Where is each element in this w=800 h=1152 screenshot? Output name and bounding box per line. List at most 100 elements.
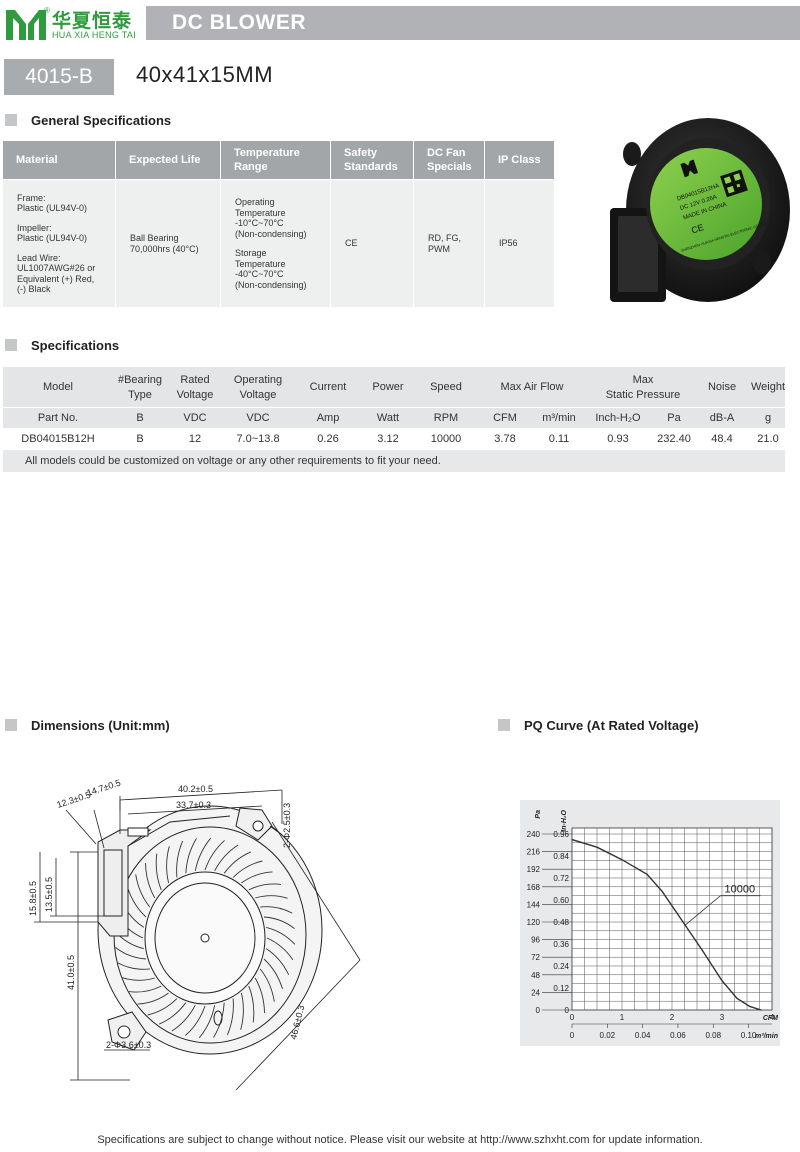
value-cell: 21.0 xyxy=(728,429,800,449)
value-cell: DB04015B12H xyxy=(18,429,98,449)
m3-axis-label: m³/min xyxy=(755,1033,778,1040)
model-name-badge: 4015-B xyxy=(4,59,114,95)
impeller-blade xyxy=(185,1005,206,1036)
general-value-line: (Non-condensing) xyxy=(235,228,307,239)
general-value-line: (-) Black xyxy=(17,284,51,294)
header-noise: Noise xyxy=(699,377,745,397)
dim-label-13-5: 13.5±0.5 xyxy=(44,877,54,912)
general-value-line: Plastic (UL94V-0) xyxy=(17,233,88,243)
value-cell: 0.11 xyxy=(519,429,599,449)
header-bearing-line: Type xyxy=(128,389,152,401)
model-size: 40x41x15MM xyxy=(136,62,274,87)
pq-series-point xyxy=(646,873,648,875)
impeller-blade xyxy=(198,1005,216,1039)
impeller-blade xyxy=(226,998,234,1036)
inh2o-tick-label: 0 xyxy=(565,1006,570,1015)
value-cell: 232.40 xyxy=(634,429,714,449)
header-noise-line: Noise xyxy=(707,381,737,393)
general-header-text: Range xyxy=(234,161,268,173)
value-cell: 0.93 xyxy=(578,429,658,449)
unit-cell-line: CFM xyxy=(493,412,517,424)
general-header-text: Safety xyxy=(344,147,378,159)
unit-cell: Inch-H₂O xyxy=(583,408,653,428)
unit-cell: RPM xyxy=(411,408,481,428)
header-max-air-flow: Max Air Flow xyxy=(482,377,582,397)
pq-curve-chart: 2402161921681441209672482400.960.840.720… xyxy=(520,800,780,1046)
value-cell-line: 0.93 xyxy=(607,433,629,445)
impeller-blade xyxy=(265,948,290,975)
unit-cell-line: VDC xyxy=(183,412,207,424)
page-header: ® 华夏恒泰 HUA XIA HENG TAI DC BLOWER xyxy=(0,0,800,46)
pa-tick-label: 96 xyxy=(531,936,540,945)
pa-tick-label: 144 xyxy=(527,900,541,909)
impeller-blade xyxy=(259,968,275,1002)
general-header-text: DC Fan xyxy=(427,147,466,159)
pq-curve-heading: PQ Curve (At Rated Voltage) xyxy=(498,718,699,733)
general-value-line: PWM xyxy=(428,243,450,254)
inh2o-tick-label: 0.96 xyxy=(553,830,569,839)
pq-series-point xyxy=(701,949,703,951)
general-value-line xyxy=(17,214,115,223)
impeller-blade xyxy=(254,977,265,1014)
impeller-blade xyxy=(260,906,293,914)
m3-tick-label: 0 xyxy=(570,1031,575,1040)
general-header-text: Material xyxy=(16,154,58,166)
unit-cell: Watt xyxy=(353,408,423,428)
impeller-blade xyxy=(176,840,184,878)
value-cell: 48.4 xyxy=(682,429,762,449)
registered-mark: ® xyxy=(44,6,50,15)
value-cell-line: 3.12 xyxy=(377,433,399,445)
general-value-cell: Frame:Plastic (UL94V-0)Impeller:Plastic … xyxy=(3,180,115,307)
impeller-blade xyxy=(128,985,162,993)
dim-label-14-7: 14.7±0.5 xyxy=(86,778,122,798)
pq-series-point xyxy=(681,919,683,922)
m3-tick-label: 0.04 xyxy=(635,1031,651,1040)
header-max-static-pressure-line: Static Pressure xyxy=(605,389,681,401)
m3-tick-label: 0.06 xyxy=(670,1031,686,1040)
impeller-blade xyxy=(166,846,170,884)
general-value-line: -10°C~70°C xyxy=(235,218,284,228)
general-value-line: Temperature xyxy=(235,207,286,218)
general-value-line: Plastic (UL94V-0) xyxy=(17,203,88,213)
impeller-blade xyxy=(135,874,151,908)
pq-series-point xyxy=(661,890,663,892)
unit-cell-line: RPM xyxy=(433,412,459,424)
value-cell-line: 12 xyxy=(188,433,202,445)
impeller-blade xyxy=(145,862,156,899)
value-cell: 12 xyxy=(155,429,235,449)
value-cell-line: 48.4 xyxy=(711,433,733,445)
unit-cell-line: Pa xyxy=(667,412,681,424)
impeller-blade xyxy=(213,1002,225,1038)
dimensions-heading: Dimensions (Unit:mm) xyxy=(5,718,170,733)
general-value-line: -40°C~70°C xyxy=(235,269,284,279)
general-value-line: Storage xyxy=(235,248,267,258)
series-leader-line xyxy=(684,895,721,926)
m3-tick-label: 0.02 xyxy=(600,1031,616,1040)
value-cell: 3.12 xyxy=(348,429,428,449)
header-model: Model xyxy=(13,377,103,397)
general-value-line: 70,000hrs (40°C) xyxy=(130,243,199,254)
m3-tick-label: 0.10 xyxy=(741,1031,757,1040)
impeller-blade xyxy=(241,871,273,884)
value-cell-line: 21.0 xyxy=(757,433,779,445)
header-operating-voltage-line: Operating xyxy=(233,374,283,386)
pa-tick-label: 72 xyxy=(531,953,540,962)
inh2o-tick-label: 0.60 xyxy=(553,896,569,905)
pq-series-point xyxy=(571,838,573,841)
general-value-line xyxy=(17,244,115,253)
cfm-tick-label: 2 xyxy=(670,1013,675,1022)
general-value-line: (Non-condensing) xyxy=(235,279,307,290)
value-cell: 10000 xyxy=(406,429,486,449)
header-weight: Weight xyxy=(745,377,791,397)
header-max-air-flow-line: Max Air Flow xyxy=(500,381,564,393)
general-value-line: Ball Bearing xyxy=(130,233,179,243)
pq-series-point xyxy=(621,859,623,861)
impeller-blade xyxy=(255,895,288,899)
header-model-line: Model xyxy=(43,381,73,393)
general-value-line: Temperature xyxy=(235,258,286,269)
